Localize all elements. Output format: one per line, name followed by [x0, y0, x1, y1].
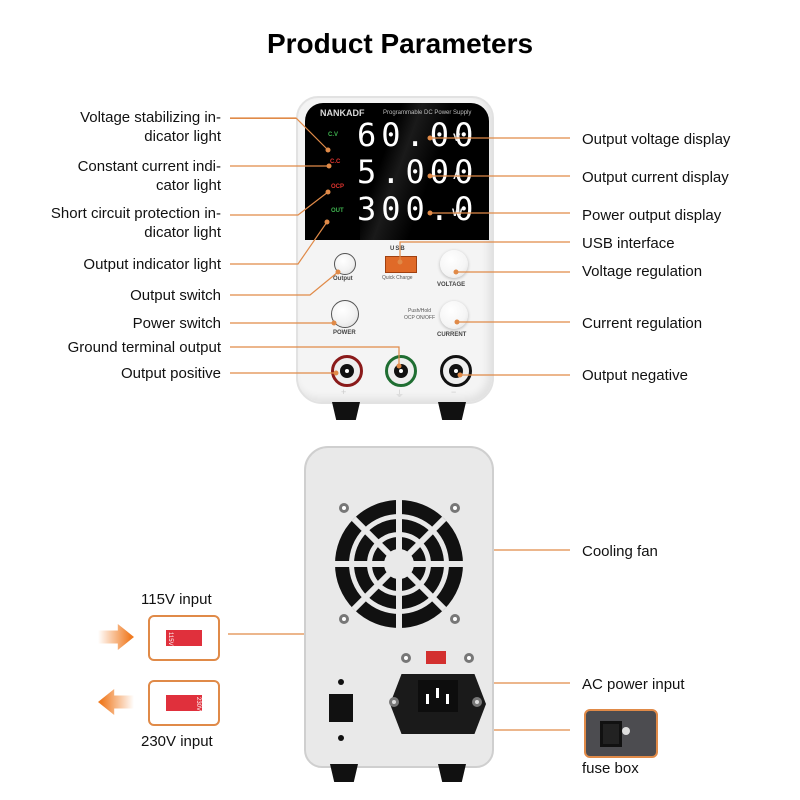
label-ac-power-input: AC power input [582, 676, 685, 693]
ocp-indicator: OCP [331, 184, 345, 190]
display-screen [305, 103, 489, 240]
label-cooling-fan: Cooling fan [582, 543, 658, 560]
label-output-negative: Output negative [582, 367, 688, 384]
output-switch-button[interactable] [334, 253, 356, 275]
output-button-label: Output [333, 276, 353, 282]
current-display: 5.000 [357, 153, 479, 191]
positive-symbol: + [341, 387, 347, 397]
label-power-switch: Power switch [132, 315, 221, 332]
rear-foot-left [330, 764, 358, 782]
switch-115v-graphic: 115V [166, 630, 202, 646]
current-knob-label: CURRENT [437, 332, 467, 338]
voltage-selector-switch[interactable] [426, 651, 446, 664]
pin [446, 694, 449, 704]
label-output-voltage-display: Output voltage display [582, 131, 731, 148]
rear-rocker-cutout [329, 694, 353, 722]
cc-indicator: C.C [330, 159, 341, 165]
usb-quick-charge-label: Quick Charge [382, 275, 413, 281]
screw-icon [339, 503, 349, 513]
screw-icon [389, 697, 399, 707]
front-foot-right [438, 402, 466, 420]
label-power-output-display: Power output display [582, 207, 722, 224]
screw-icon [450, 503, 460, 513]
brand-name: NANKADF [320, 108, 365, 118]
rear-foot-right [438, 764, 466, 782]
out-indicator: OUT [331, 208, 344, 214]
hole [338, 735, 344, 741]
screw-icon [339, 614, 349, 624]
label-output-positive: Output positive [120, 365, 221, 382]
label-short-circuit: Short circuit protection in- dicator lig… [50, 205, 221, 241]
pin [426, 694, 429, 704]
label-usb-interface: USB interface [582, 235, 675, 252]
front-foot-left [332, 402, 360, 420]
power-button-label: POWER [333, 330, 356, 336]
voltage-knob-label: VOLTAGE [437, 282, 466, 288]
hole [338, 679, 344, 685]
negative-symbol: − [451, 387, 457, 397]
label-fuse-box: fuse box [582, 760, 639, 777]
ocp-note-1: Push/Hold [408, 308, 432, 314]
cooling-fan-grille [335, 500, 463, 628]
current-knob[interactable] [440, 301, 468, 329]
screen-gloss [360, 103, 450, 240]
ocp-note-2: OCP ON/OFF [404, 315, 436, 321]
pin [436, 688, 439, 698]
brand-subtitle: Programmable DC Power Supply [383, 110, 472, 116]
label-output-current-display: Output current display [582, 169, 729, 186]
power-display: 300.0 [357, 190, 479, 228]
label-voltage-regulation: Voltage regulation [582, 263, 703, 280]
label-output-indicator: Output indicator light [83, 256, 221, 273]
usb-label: USB [390, 246, 406, 252]
switch-230v-inset: 230V [148, 680, 220, 726]
ground-symbol: ⏚ [395, 389, 405, 399]
label-current-regulation: Current regulation [582, 315, 703, 332]
negative-terminal[interactable] [440, 355, 472, 387]
label-constant-current: Constant current indi- cator light [77, 158, 221, 194]
switch-230v-graphic: 230V [166, 695, 202, 711]
screw-icon [464, 653, 474, 663]
label-ground-terminal: Ground terminal output [67, 339, 221, 356]
label-115v-input: 115V input [141, 591, 212, 608]
screw-icon [450, 614, 460, 624]
cv-indicator: C.V [328, 132, 339, 138]
page-title: Product Parameters [266, 28, 534, 59]
switch-115v-inset: 115V [148, 615, 220, 661]
voltage-display: 60.00 [357, 116, 479, 154]
screw-icon [472, 697, 482, 707]
ground-terminal[interactable] [385, 355, 417, 387]
label-voltage-stabilizing: Voltage stabilizing in- dicator light [80, 109, 221, 145]
screw-icon [401, 653, 411, 663]
label-230v-input: 230V input [141, 733, 213, 750]
fuse-box-image [584, 709, 658, 758]
usb-port[interactable] [385, 256, 417, 273]
label-output-switch: Output switch [130, 287, 221, 304]
